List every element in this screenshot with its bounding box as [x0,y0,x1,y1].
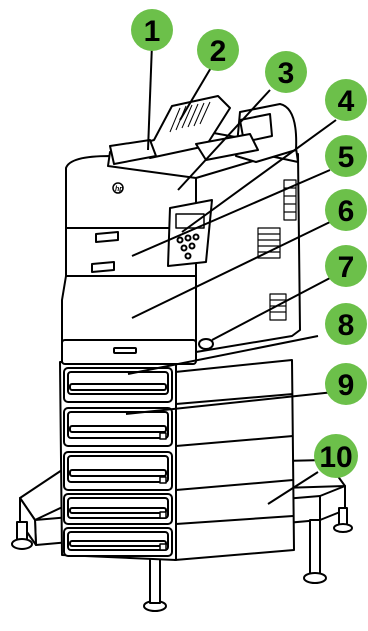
control-panel[interactable] [168,200,212,266]
svg-text:8: 8 [338,309,355,342]
svg-text:1: 1 [144,15,161,48]
svg-text:9: 9 [338,369,355,402]
callout-9: 9 [325,363,367,405]
callout-2: 2 [197,29,239,71]
callout-1: 1 [131,9,173,51]
tray-2[interactable] [64,408,172,446]
svg-text:4: 4 [338,85,355,118]
svg-text:2: 2 [210,35,227,68]
svg-text:6: 6 [338,195,355,228]
tray-4[interactable] [64,494,172,524]
callout-3: 3 [265,51,307,93]
svg-text:10: 10 [319,441,352,474]
callout-7: 7 [325,245,367,287]
svg-text:5: 5 [338,141,355,174]
tray-stack [60,360,294,560]
tray-1[interactable] [64,368,172,402]
callout-4: 4 [325,79,367,121]
callout-6: 6 [325,189,367,231]
tray-3[interactable] [64,452,172,490]
tray-5[interactable] [64,528,172,556]
callout-10: 10 [314,434,358,478]
callout-5: 5 [325,135,367,177]
svg-text:7: 7 [338,251,355,284]
svg-text:3: 3 [278,57,295,90]
callout-8: 8 [325,303,367,345]
svg-text:hp: hp [115,186,124,193]
power-switch[interactable] [199,339,213,349]
